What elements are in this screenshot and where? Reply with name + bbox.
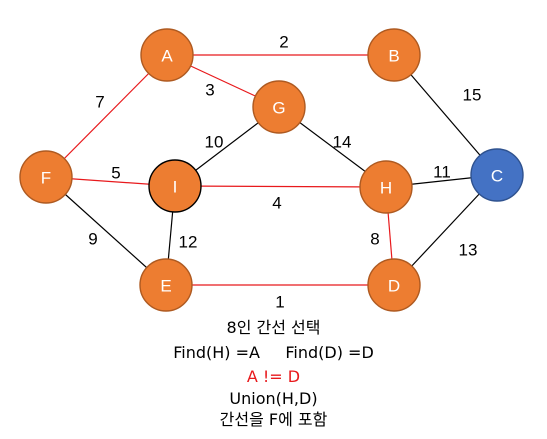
- node-d: D: [367, 258, 421, 312]
- edge-a-f: [45, 54, 168, 178]
- node-circle-a: [140, 28, 194, 82]
- node-a: A: [140, 28, 194, 82]
- edge-f-e: [45, 176, 167, 286]
- node-circle-b: [367, 28, 421, 82]
- node-label-h: H: [380, 179, 392, 198]
- weight-label-f-i: 5: [111, 164, 120, 183]
- weight-label-e-d: 1: [275, 293, 284, 312]
- graph-svg: 2 3 7 15 10 14 5 9 4 12 11 8 13 1 A B G F I H C E D: [19, 28, 524, 312]
- node-e: E: [139, 258, 193, 312]
- node-circle-c: [470, 148, 524, 202]
- node-circle-g: [252, 80, 306, 134]
- edge-i-h: [174, 185, 387, 188]
- caption-selected-edge: 8인 간선 선택: [226, 318, 321, 337]
- weight-label-a-g: 3: [205, 81, 214, 100]
- weight-label-i-h: 4: [272, 194, 281, 213]
- node-label-c: C: [491, 167, 503, 186]
- caption-find-results: Find(H) =A Find(D) =D: [173, 343, 374, 362]
- weight-label-a-f: 7: [95, 93, 104, 112]
- node-circle-e: [139, 258, 193, 312]
- node-label-f: F: [41, 169, 51, 188]
- weight-label-f-e: 9: [88, 230, 97, 249]
- node-c: C: [470, 148, 524, 202]
- weight-label-g-h: 14: [333, 133, 352, 152]
- node-label-e: E: [160, 277, 171, 296]
- caption-comparison: A != D: [246, 367, 301, 386]
- node-circle-i: [148, 159, 202, 213]
- weight-label-h-c: 11: [433, 163, 451, 182]
- node-label-a: A: [161, 47, 173, 66]
- weight-label-g-i: 10: [205, 133, 224, 152]
- weight-label-h-d: 8: [370, 230, 379, 249]
- node-f: F: [19, 150, 73, 204]
- node-label-d: D: [388, 277, 400, 296]
- node-label-i: I: [173, 178, 178, 197]
- caption-union: Union(H,D): [229, 389, 318, 408]
- node-g: G: [252, 80, 306, 134]
- nodes-layer: A B G F I H C E D: [19, 28, 524, 312]
- node-circle-h: [359, 160, 413, 214]
- node-i: I: [148, 159, 202, 213]
- caption-include-edge: 간선을 F에 포함: [219, 410, 328, 429]
- weight-label-c-d: 13: [459, 241, 478, 260]
- weight-label-a-b: 2: [279, 33, 288, 52]
- node-b: B: [367, 28, 421, 82]
- weights-layer: 2 3 7 15 10 14 5 9 4 12 11 8 13 1: [88, 33, 481, 312]
- weight-label-b-c: 15: [463, 86, 482, 105]
- node-label-b: B: [388, 47, 399, 66]
- node-circle-d: [367, 258, 421, 312]
- weight-label-i-e: 12: [179, 233, 198, 252]
- node-label-g: G: [272, 99, 285, 118]
- node-h: H: [359, 160, 413, 214]
- node-circle-f: [19, 150, 73, 204]
